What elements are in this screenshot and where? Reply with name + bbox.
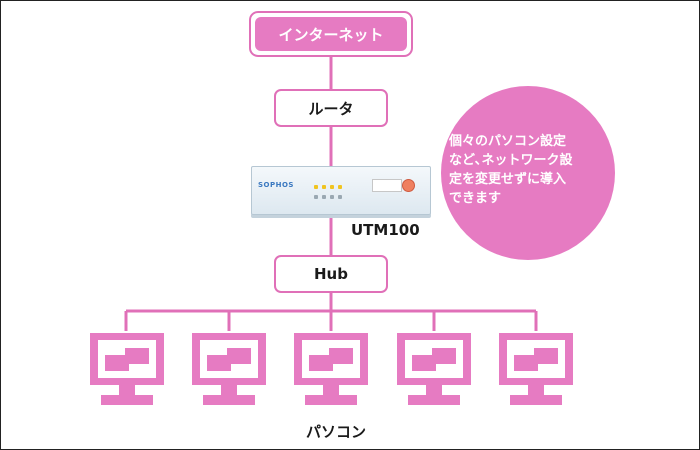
hub-node: Hub xyxy=(274,255,388,293)
internet-label: インターネット xyxy=(255,17,407,51)
device-brand-logo: SOPHOS xyxy=(258,181,294,189)
power-button-icon xyxy=(402,179,415,192)
monitor-icon xyxy=(499,333,573,405)
port-icon xyxy=(338,195,342,199)
internet-node: インターネット xyxy=(249,11,413,57)
device-display-panel xyxy=(372,179,402,192)
router-node: ルータ xyxy=(274,89,388,127)
led-icon xyxy=(330,185,334,189)
router-label: ルータ xyxy=(308,99,354,118)
callout-bubble xyxy=(441,86,615,260)
callout-text: 個々のパソコン設定 など､ネットワーク設 定を変更せずに導入 できます xyxy=(449,134,573,206)
monitor-icon xyxy=(192,333,266,405)
monitor-icon xyxy=(397,333,471,405)
led-icon xyxy=(338,185,342,189)
port-icon xyxy=(322,195,326,199)
hub-label: Hub xyxy=(314,265,348,283)
pc-label: パソコン xyxy=(305,423,366,441)
port-icon xyxy=(314,195,318,199)
port-icon xyxy=(330,195,334,199)
led-icon xyxy=(322,185,326,189)
monitor-icon xyxy=(90,333,164,405)
device-label: UTM100 xyxy=(351,221,420,239)
utm-appliance-image: SOPHOS xyxy=(251,166,431,215)
led-icon xyxy=(314,185,318,189)
monitor-icon xyxy=(294,333,368,405)
